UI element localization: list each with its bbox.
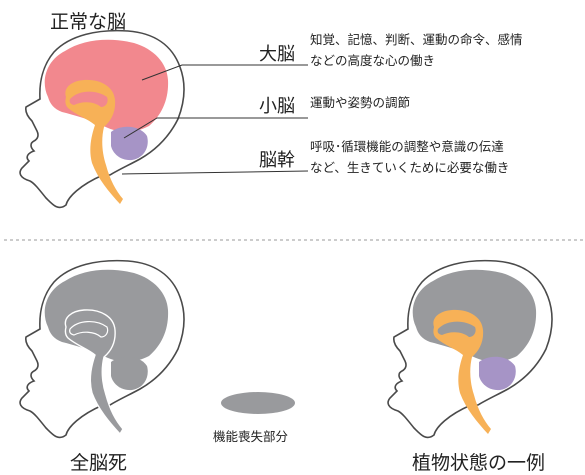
leader-line-brainstem bbox=[121, 170, 309, 175]
label-cerebellum: 小脳 bbox=[259, 96, 295, 117]
head-normal bbox=[19, 29, 185, 209]
title-normal-brain: 正常な脳 bbox=[50, 11, 127, 33]
desc-brainstem-line1: 呼吸･循環機能の調整や意識の伝達 bbox=[310, 139, 504, 154]
label-cerebrum: 大脳 bbox=[259, 44, 295, 65]
desc-cerebrum-line2: などの高度な心の働き bbox=[310, 53, 436, 68]
title-whole-brain-death: 全脳死 bbox=[70, 452, 128, 474]
desc-brainstem: 呼吸･循環機能の調整や意識の伝達 など、生きていくために必要な働き bbox=[310, 136, 509, 178]
leader-line-cerebellum bbox=[123, 117, 308, 139]
desc-cerebrum: 知覚、記憶、判断、運動の命令、感情 などの高度な心の働き bbox=[310, 29, 523, 71]
head-vegetative-state bbox=[387, 259, 553, 439]
legend-label: 機能喪失部分 bbox=[213, 429, 289, 444]
legend-swatch-gray bbox=[221, 392, 295, 414]
title-vegetative-state: 植物状態の一例 bbox=[412, 452, 546, 474]
leader-line-cerebrum bbox=[141, 64, 308, 81]
desc-cerebrum-line1: 知覚、記憶、判断、運動の命令、感情 bbox=[310, 32, 523, 47]
desc-cerebellum-line1: 運動や姿勢の調節 bbox=[310, 95, 411, 110]
head-whole-brain-death bbox=[19, 259, 185, 439]
label-brainstem: 脳幹 bbox=[259, 150, 295, 171]
desc-brainstem-line2: など、生きていくために必要な働き bbox=[310, 160, 510, 175]
desc-cerebellum: 運動や姿勢の調節 bbox=[310, 92, 410, 113]
